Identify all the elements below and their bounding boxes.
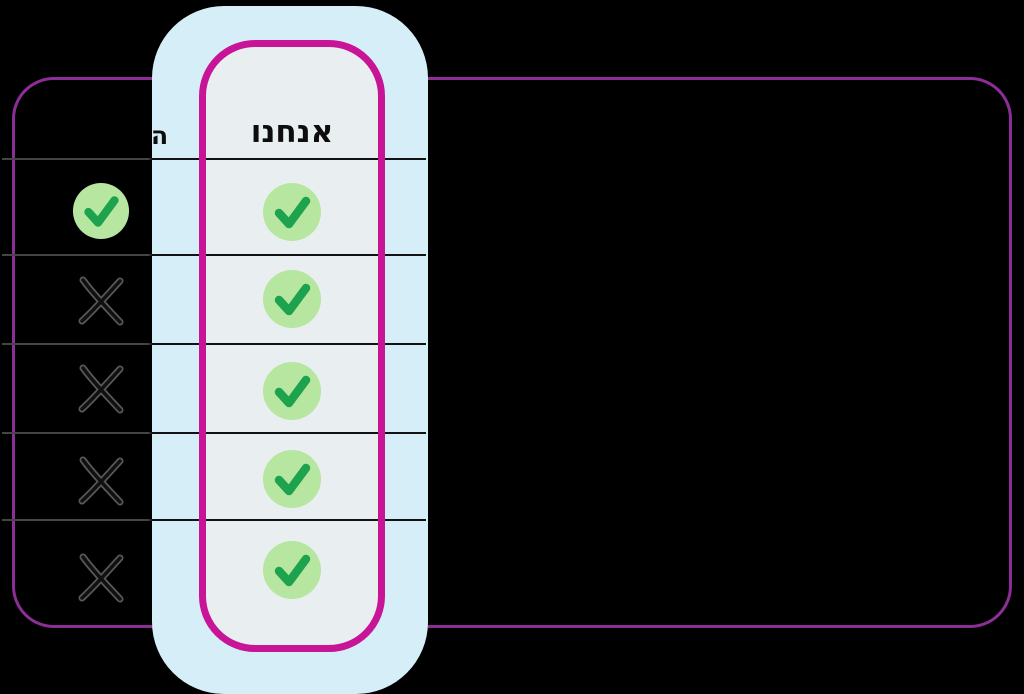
check-icon: [262, 182, 322, 242]
us-column-header: אנחנו: [250, 114, 334, 150]
x-icon: [72, 359, 130, 417]
check-icon: [262, 361, 322, 421]
row-divider: [2, 343, 426, 345]
x-icon: [72, 548, 130, 606]
x-icon: [72, 451, 130, 509]
check-icon: [262, 269, 322, 329]
table-outline: [12, 77, 1012, 628]
x-icon: [72, 271, 130, 329]
check-icon: [72, 182, 130, 240]
row-divider: [2, 432, 426, 434]
check-icon: [262, 449, 322, 509]
row-divider: [2, 519, 426, 521]
row-divider: [2, 158, 426, 160]
us-column-border: [199, 40, 385, 652]
check-icon: [262, 540, 322, 600]
competitors-header-partial: ה: [151, 121, 169, 150]
row-divider: [2, 254, 426, 256]
